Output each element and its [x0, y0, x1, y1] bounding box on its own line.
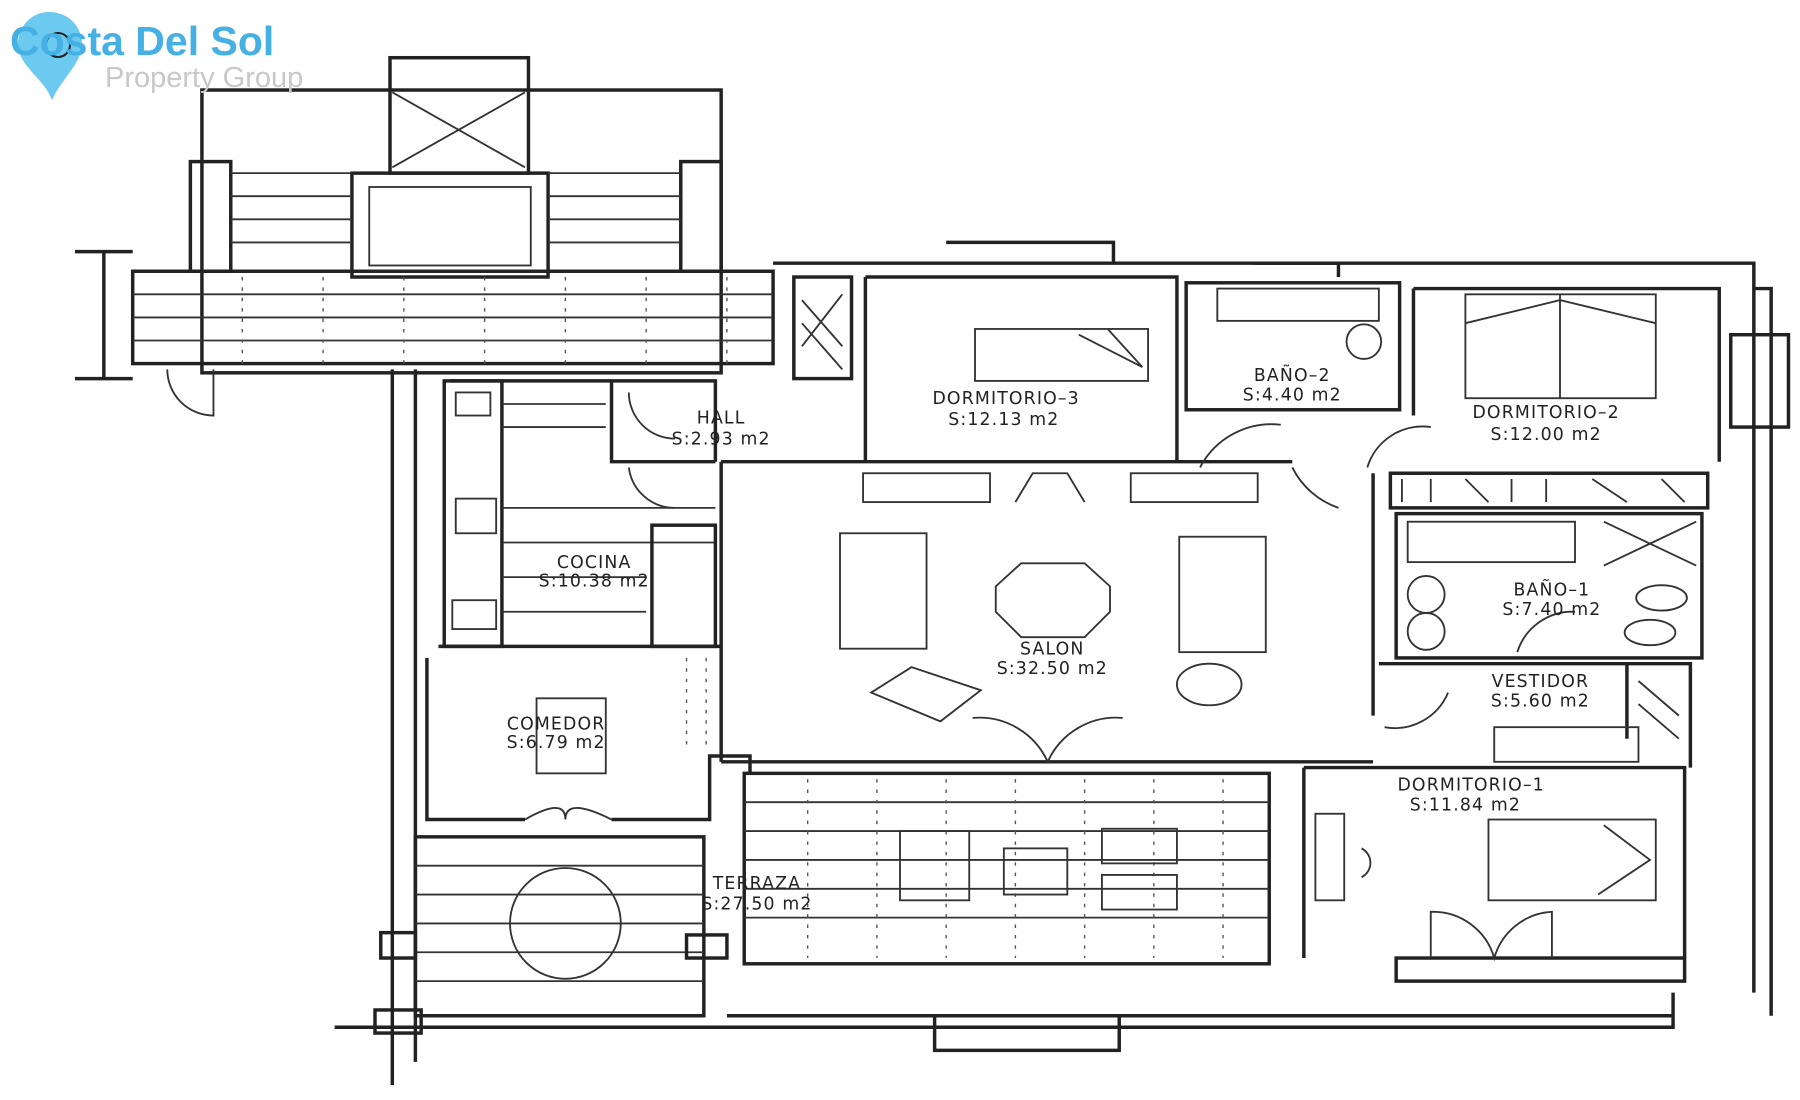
room-name: DORMITORIO–3 [932, 389, 1079, 409]
room-name: TERRAZA [712, 874, 801, 894]
room-name: BAÑO–2 [1254, 364, 1331, 386]
room-area: S:27.50 m2 [701, 895, 812, 915]
room-name: HALL [697, 409, 746, 429]
room-name: COMEDOR [507, 714, 606, 734]
room-name: COCINA [557, 553, 632, 573]
room-area: S:7.40 m2 [1502, 600, 1601, 620]
room-label-dormitorio-1: DORMITORIO–1S:11.84 m2 [1397, 776, 1544, 816]
room-label-dormitorio-2: DORMITORIO–2S:12.00 m2 [1472, 403, 1619, 445]
logo: Costa Del Sol Property Group [0, 0, 340, 120]
room-area: S:10.38 m2 [539, 571, 650, 591]
map-pin-icon [18, 12, 82, 100]
room-name: DORMITORIO–2 [1472, 403, 1619, 423]
room-area: S:4.40 m2 [1243, 386, 1342, 406]
room-name: VESTIDOR [1492, 672, 1590, 692]
room-area: S:32.50 m2 [997, 659, 1108, 679]
room-area: S:12.13 m2 [948, 410, 1059, 430]
room-area: S:12.00 m2 [1491, 425, 1602, 445]
logo-subtitle: Property Group [105, 62, 304, 94]
room-area: S:2.93 m2 [672, 429, 771, 449]
stair-lift-block [75, 55, 775, 417]
logo-title: Costa Del Sol [10, 18, 275, 64]
room-label-dormitorio-3: DORMITORIO–3S:12.13 m2 [932, 389, 1079, 430]
apartment-walls [334, 240, 1791, 1085]
room-label-bano-1: BAÑO–1S:7.40 m2 [1502, 579, 1601, 621]
room-area: S:11.84 m2 [1410, 795, 1521, 815]
room-name: BAÑO–1 [1514, 579, 1591, 601]
room-area: S:5.60 m2 [1491, 691, 1590, 711]
room-area: S:6.79 m2 [507, 733, 606, 753]
room-name: DORMITORIO–1 [1397, 776, 1544, 796]
room-name: SALON [1020, 639, 1084, 659]
room-label-bano-2: BAÑO–2S:4.40 m2 [1243, 364, 1342, 406]
